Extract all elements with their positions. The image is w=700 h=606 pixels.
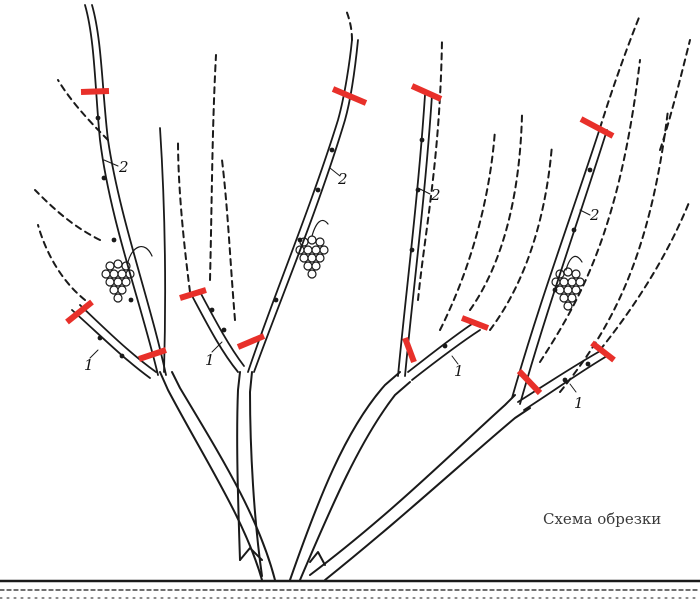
shoots-dashed bbox=[34, 9, 691, 393]
diagram-caption: Схема обрезки bbox=[543, 510, 662, 528]
cut-mark bbox=[460, 315, 490, 331]
shoot-label-2: 2 bbox=[118, 158, 129, 176]
cut-mark bbox=[590, 340, 616, 363]
label-leaders bbox=[89, 159, 591, 393]
cut-mark bbox=[579, 116, 615, 139]
buds bbox=[95, 115, 593, 383]
cut-mark bbox=[65, 299, 94, 325]
shoot-label-1: 1 bbox=[84, 356, 94, 374]
cut-mark bbox=[410, 83, 443, 102]
cut-mark bbox=[331, 86, 368, 106]
shoot-label-2: 2 bbox=[430, 186, 441, 204]
shoot-labels: 2 2 2 2 1 1 1 1 bbox=[84, 158, 600, 412]
cut-mark bbox=[236, 333, 266, 350]
shoot-label-2: 2 bbox=[337, 170, 348, 188]
cut-mark bbox=[80, 88, 110, 95]
cut-mark bbox=[402, 336, 417, 364]
grape-cluster-icon bbox=[551, 255, 585, 311]
shoot-label-2: 2 bbox=[589, 206, 600, 224]
cut-mark bbox=[138, 347, 167, 362]
shoot-label-1: 1 bbox=[205, 351, 215, 369]
cut-mark bbox=[516, 368, 543, 396]
cut-mark bbox=[179, 287, 207, 301]
cut-marks bbox=[65, 83, 616, 396]
shoot-label-1: 1 bbox=[574, 394, 584, 412]
shoots-solid bbox=[71, 4, 608, 411]
grape-cluster-icon bbox=[295, 219, 329, 279]
shoot-label-1: 1 bbox=[454, 362, 464, 380]
trunk-sleeves bbox=[159, 371, 531, 581]
ground-line bbox=[0, 579, 700, 599]
grape-cluster-icon bbox=[101, 246, 153, 303]
